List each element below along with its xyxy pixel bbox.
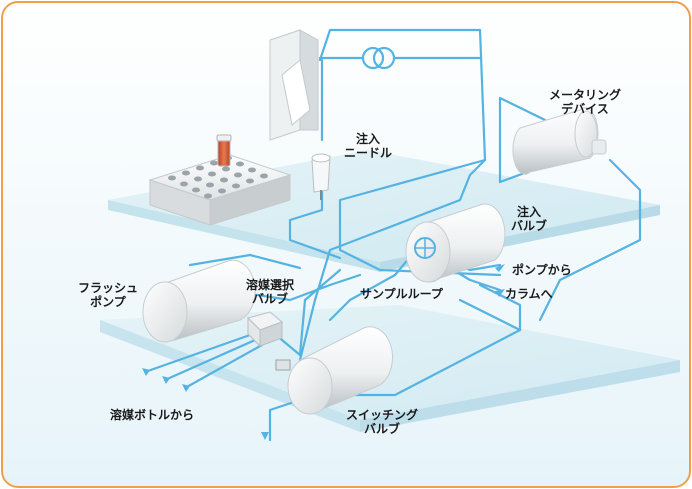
label-flush-pump: フラッシュ ポンプ [77, 281, 138, 309]
label-from-solvent-bottles: 溶媒ボトルから [110, 408, 195, 422]
tubing [143, 28, 642, 442]
label-injection-needle: 注入 ニードル [343, 132, 392, 160]
metering-device [512, 107, 607, 175]
injection-needle [269, 29, 331, 200]
port-arrows [495, 264, 505, 297]
solvent-inlet-arrows [142, 368, 269, 440]
injection-valve [405, 203, 506, 283]
label-switching-valve: スイッチング バルブ [345, 408, 418, 436]
label-solvent-select-valve: 溶媒選択 バルブ [245, 278, 294, 306]
solvent-select-valve [247, 311, 283, 348]
label-injection-valve: 注入 バルブ [510, 205, 547, 233]
sample-tray [148, 134, 292, 226]
label-sample-loop: サンプルループ [360, 287, 443, 301]
sample-vial [217, 137, 231, 167]
label-from-pump: ポンプから [512, 263, 572, 277]
flush-pump [142, 259, 256, 343]
switching-valve [275, 326, 393, 415]
label-to-column: カラムへ [505, 287, 553, 301]
label-metering-device: メータリング デバイス [548, 88, 621, 116]
